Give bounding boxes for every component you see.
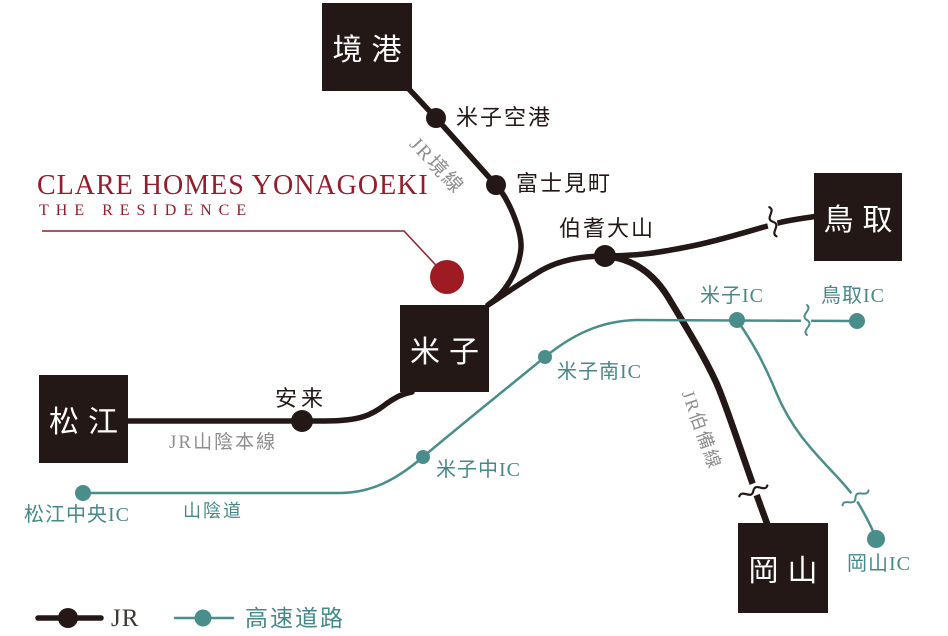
line-break-mark [801,304,811,336]
ic-label-matsue-chuo: 松江中央IC [24,504,130,526]
ic-dot-tottori [849,313,865,329]
station-label-fujimicho: 富士見町 [516,171,613,196]
ic-dot-yonago [729,312,745,328]
station-label-hoki-daisen: 伯耆大山 [559,216,656,241]
station-dot-fujimicho [486,175,506,195]
property-location-dot [430,260,464,294]
station-dot-yasugi [291,410,313,432]
line-break-mark [763,205,781,239]
station-dot-yonago-airport [426,108,446,128]
city-box-yonago: 米子 [400,305,489,392]
ic-dot-yonago-minami [538,350,552,364]
city-label-okayama: 岡山 [748,555,827,588]
brand-subtitle: THE RESIDENCE [39,202,254,219]
ic-dot-matsue-chuo [75,485,91,501]
ic-dot-yonago-naka [416,450,430,464]
line-label-sanin-expressway: 山陰道 [183,501,243,521]
city-label-matsue: 松江 [49,406,127,439]
ic-label-yonago-minami: 米子南IC [557,361,642,383]
legend-expressway-dot [194,609,212,627]
legend-jr-dot [58,608,78,628]
ic-label-yonago: 米子IC [700,285,764,307]
city-label-tottori: 鳥取 [823,204,902,237]
station-label-yonago-airport: 米子空港 [456,105,553,130]
line-break-mark [734,478,772,502]
jr-sanin-west-path [117,389,415,424]
station-label-yasugi: 安来 [275,386,328,411]
city-label-yonago: 米子 [410,335,488,369]
expressway-main-path [81,318,859,495]
city-box-sakaiminato: 境港 [322,3,412,91]
expressway-okayama-branch-path [735,318,878,541]
jr-sanin-east-path [485,213,821,308]
station-dot-hoki-daisen [594,245,616,267]
legend-label-expressway: 高速道路 [245,606,345,631]
ic-label-yonago-naka: 米子中IC [436,459,521,481]
city-label-sakaiminato: 境港 [332,34,411,67]
ic-label-tottori: 鳥取IC [821,285,885,307]
line-label-jr-sanin-main: JR山陰本線 [169,432,278,453]
legend-label-jr: JR [111,605,140,632]
line-break-mark [838,484,872,510]
ic-label-okayama: 岡山IC [847,553,911,575]
property-leader-line [42,230,448,278]
jr-hakubi-line-path [602,252,772,530]
city-box-tottori: 鳥取 [814,173,902,261]
city-box-matsue: 松江 [39,375,128,463]
city-box-okayama: 岡山 [738,523,828,613]
brand-title: CLARE HOMES YONAGOEKI [37,170,429,201]
ic-dot-okayama [867,530,885,548]
